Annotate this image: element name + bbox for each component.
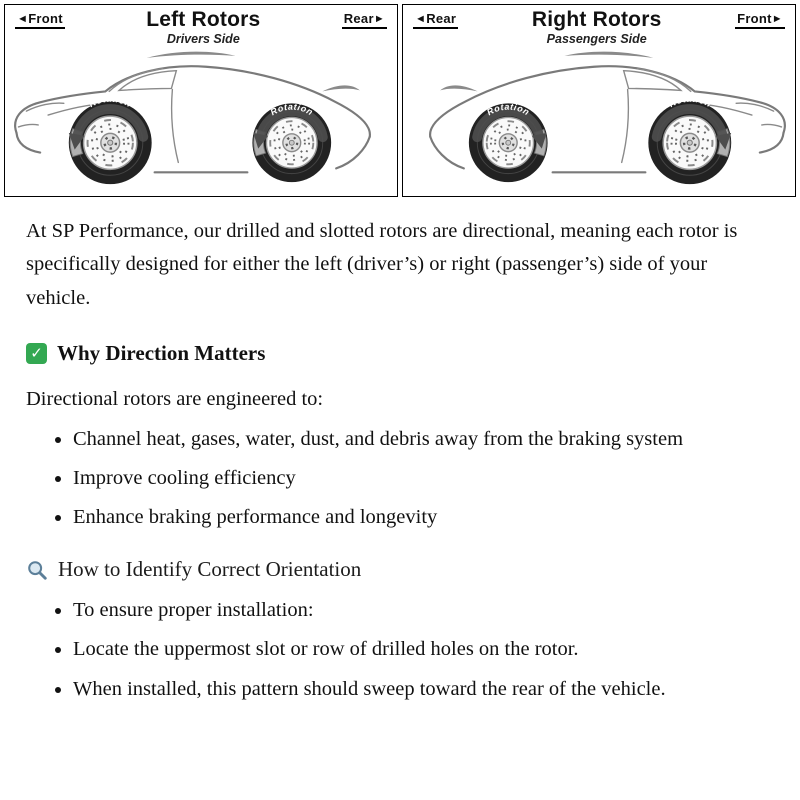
rotation-label: Rotation xyxy=(87,94,133,109)
left-rotors-panel: ◄Front Left Rotors Drivers Side Rear► Ro… xyxy=(4,4,398,198)
rotation-label: Rotation xyxy=(667,94,713,109)
arrow-right-icon: ► xyxy=(771,13,783,25)
arrow-left-icon: ◄ xyxy=(415,13,427,25)
article-body: At SP Performance, our drilled and slott… xyxy=(0,197,800,705)
rotor-direction-diagram: ◄Front Left Rotors Drivers Side Rear► Ro… xyxy=(0,0,800,198)
magnifier-icon xyxy=(26,559,48,581)
list-item: Locate the uppermost slot or row of dril… xyxy=(73,633,774,665)
right-car-illustration: Rotation Rotation xyxy=(403,48,795,196)
rear-direction-label: ◄Rear xyxy=(413,11,459,29)
svg-text:Rotation: Rotation xyxy=(485,102,531,118)
why-heading-text: Why Direction Matters xyxy=(57,340,266,365)
right-panel-titles: Right Rotors Passengers Side xyxy=(532,8,662,46)
svg-text:Rotation: Rotation xyxy=(667,94,713,109)
front-direction-label: ◄Front xyxy=(15,11,65,29)
list-item: Improve cooling efficiency xyxy=(73,462,774,494)
rotation-arrow-rear-wheel: Rotation xyxy=(253,102,328,149)
list-item: To ensure proper installation: xyxy=(73,594,774,626)
panel-subtitle: Drivers Side xyxy=(166,32,240,47)
check-icon: ✓ xyxy=(26,342,47,364)
why-bullet-list: Channel heat, gases, water, dust, and de… xyxy=(26,423,774,534)
list-item: Channel heat, gases, water, dust, and de… xyxy=(73,423,774,455)
panel-title: Left Rotors xyxy=(146,8,261,31)
rotation-arrow-front-wheel: Rotation xyxy=(651,94,732,150)
page: ◄Front Left Rotors Drivers Side Rear► Ro… xyxy=(0,0,800,705)
left-panel-header: ◄Front Left Rotors Drivers Side Rear► xyxy=(5,5,397,46)
rear-direction-label: Rear► xyxy=(341,11,387,29)
why-direction-matters-heading: ✓ Why Direction Matters xyxy=(26,341,774,366)
intro-paragraph: At SP Performance, our drilled and slott… xyxy=(26,220,738,309)
svg-text:Rotation: Rotation xyxy=(87,94,133,109)
front-direction-text: Front xyxy=(28,11,63,26)
left-panel-titles: Left Rotors Drivers Side xyxy=(146,8,260,46)
rotation-arrow-front-wheel: Rotation xyxy=(68,94,149,150)
front-direction-label: Front► xyxy=(735,11,785,29)
list-item: Enhance braking performance and longevit… xyxy=(73,501,774,533)
rear-direction-text: Rear xyxy=(343,11,374,26)
arrow-left-icon: ◄ xyxy=(17,13,29,25)
list-item: When installed, this pattern should swee… xyxy=(73,673,774,705)
svg-text:Rotation: Rotation xyxy=(269,102,315,118)
engineered-to-lead: Directional rotors are engineered to: xyxy=(26,387,324,410)
right-panel-header: ◄Rear Right Rotors Passengers Side Front… xyxy=(403,5,795,46)
identify-orientation-heading: How to Identify Correct Orientation xyxy=(26,557,774,582)
left-car-illustration: Rotation Rotation xyxy=(5,48,397,196)
identify-bullet-list: To ensure proper installation: Locate th… xyxy=(26,594,774,705)
arrow-right-icon: ► xyxy=(373,13,385,25)
rotation-arrow-rear-wheel: Rotation xyxy=(472,102,547,149)
identify-heading-text: How to Identify Correct Orientation xyxy=(58,557,362,582)
front-direction-text: Front xyxy=(737,11,772,26)
rotation-label: Rotation xyxy=(485,102,531,118)
panel-title: Right Rotors xyxy=(531,8,662,31)
rotation-label: Rotation xyxy=(269,102,315,118)
right-rotors-panel: ◄Rear Right Rotors Passengers Side Front… xyxy=(402,4,796,198)
rear-direction-text: Rear xyxy=(426,11,457,26)
panel-subtitle: Passengers Side xyxy=(546,32,647,47)
